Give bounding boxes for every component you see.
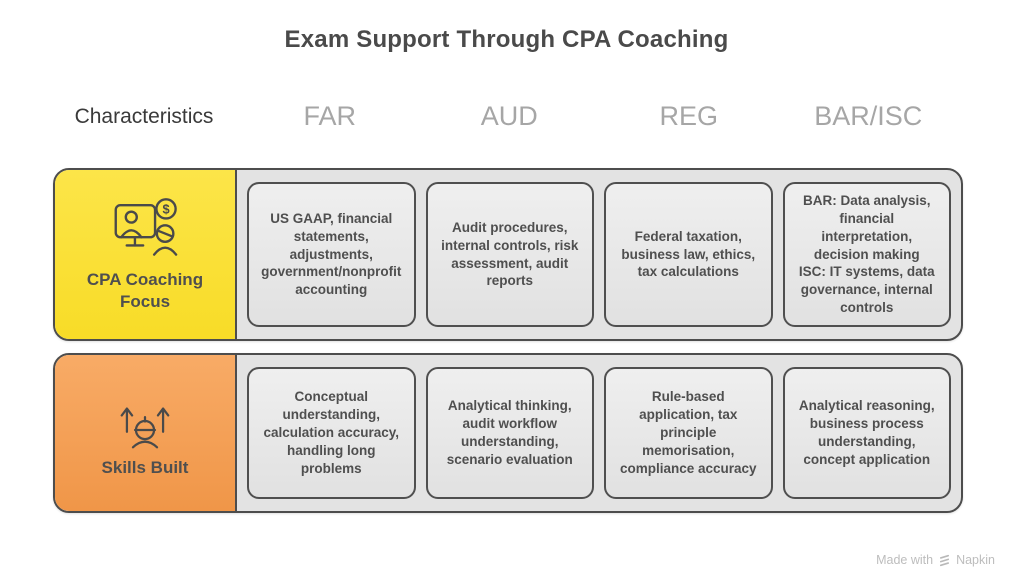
cell-focus-bar-isc: BAR: Data analysis, financial interpreta… (782, 182, 951, 327)
header-col-bar-isc: BAR/ISC (814, 101, 923, 131)
header-col-reg: REG (659, 101, 718, 131)
page-title: Exam Support Through CPA Coaching (284, 26, 729, 53)
cell-focus-reg: Federal taxation, business law, ethics, … (604, 182, 773, 327)
svg-text:$: $ (162, 202, 169, 217)
row-header-skills-built: Skills Built (55, 355, 237, 511)
skills-growth-person-icon (110, 387, 180, 449)
made-with-napkin-credit: Made with Napkin (876, 553, 995, 567)
header-col-aud: AUD (480, 101, 538, 131)
table-row-skills-built: Skills Built Conceptual understanding, c… (53, 353, 963, 513)
cell-skills-aud: Analytical thinking, audit workflow unde… (425, 367, 594, 499)
coaching-monitor-dollar-icon: $ (108, 197, 182, 261)
header-characteristics: Characteristics (74, 104, 214, 128)
row-label: CPA Coaching Focus (86, 270, 204, 311)
table-header: Characteristics FAR AUD REG BAR/ISC (53, 101, 963, 132)
cell-skills-reg: Rule-based application, tax principle me… (604, 367, 773, 499)
row-cells-coaching-focus: US GAAP, financial statements, adjustmen… (237, 170, 961, 339)
cell-focus-far: US GAAP, financial statements, adjustmen… (247, 182, 416, 327)
row-label: Skills Built (101, 458, 189, 478)
comparison-table: $ CPA Coaching Focus US GAAP, financial … (53, 168, 963, 513)
header-columns: FAR AUD REG BAR/ISC (235, 101, 963, 132)
napkin-logo-icon (938, 554, 951, 567)
header-col-far: FAR (303, 101, 356, 131)
cell-focus-aud: Audit procedures, internal controls, ris… (425, 182, 594, 327)
cell-skills-bar-isc: Analytical reasoning, business process u… (782, 367, 951, 499)
brand-text: Napkin (956, 553, 995, 567)
row-header-coaching-focus: $ CPA Coaching Focus (55, 170, 237, 339)
row-cells-skills-built: Conceptual understanding, calculation ac… (237, 355, 961, 511)
table-row-coaching-focus: $ CPA Coaching Focus US GAAP, financial … (53, 168, 963, 341)
cell-skills-far: Conceptual understanding, calculation ac… (247, 367, 416, 499)
credit-text: Made with (876, 553, 934, 567)
